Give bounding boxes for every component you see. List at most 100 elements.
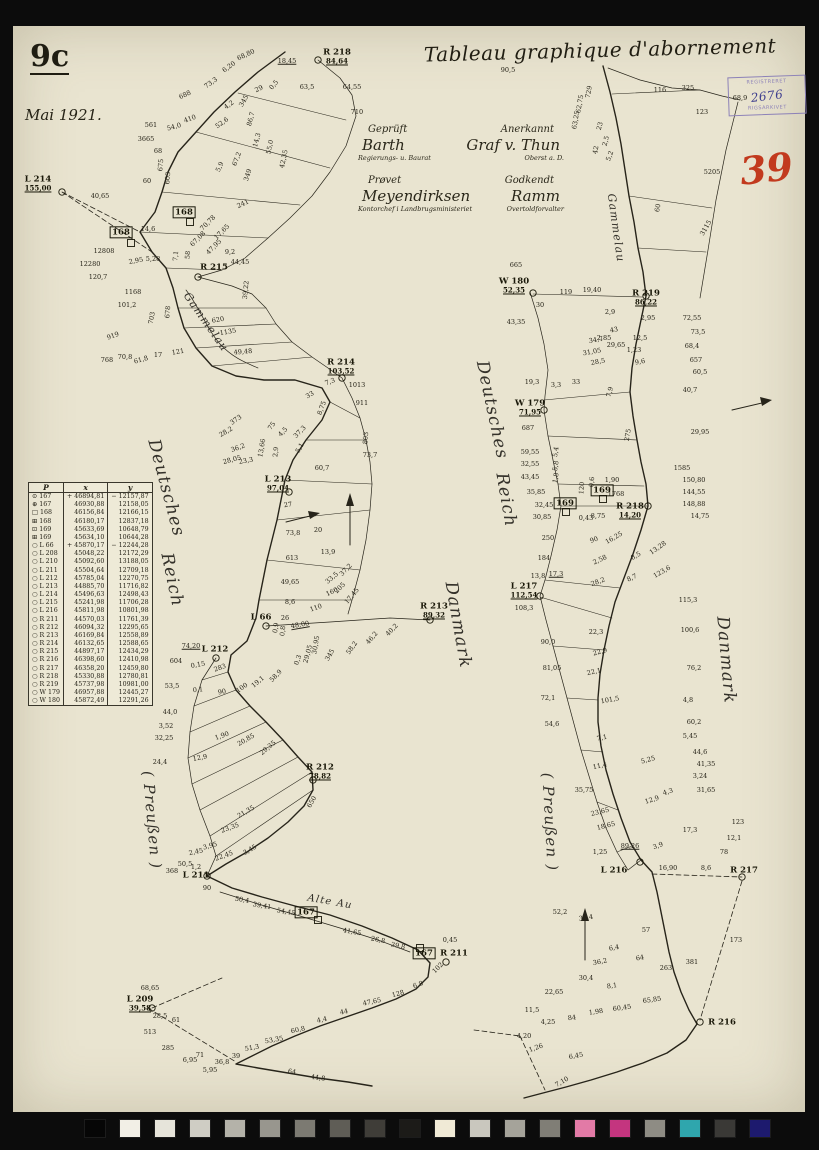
measurement-label: 2,9	[271, 446, 281, 458]
signature: Graf v. Thun	[466, 136, 560, 154]
measurement-label: 1768	[607, 489, 625, 498]
calibration-swatch	[224, 1119, 246, 1138]
measurement-label: 53,5	[164, 681, 180, 690]
calibration-swatch	[154, 1119, 176, 1138]
region-label: Reich	[156, 551, 188, 609]
calibration-swatch	[469, 1119, 491, 1138]
signer-role: Regierungs- u. Baurat	[358, 154, 431, 162]
measurement-label: 13,66	[256, 438, 268, 458]
measurement-label: 44,45	[230, 257, 250, 266]
calibration-swatch	[749, 1119, 771, 1138]
measurement-label: 32,55	[520, 459, 540, 468]
measurement-label: 373	[228, 412, 244, 427]
measurement-label: 47,95	[204, 237, 224, 257]
calibration-swatch	[84, 1119, 106, 1138]
region-label: ( Preußen )	[138, 769, 166, 871]
measurement-label: 650	[305, 794, 319, 810]
measurement-label: 5,95	[202, 1065, 218, 1074]
measurement-label: 17,65	[212, 222, 232, 242]
survey-point-label: 167	[412, 947, 436, 960]
measurement-label: 21,35	[235, 803, 256, 820]
measurement-label: 6,8	[411, 979, 425, 991]
measurement-label: 128	[390, 988, 405, 1000]
measurement-label: 29	[253, 83, 265, 95]
measurement-label: 64	[635, 953, 645, 963]
measurement-label: 108,3	[514, 603, 534, 612]
measurement-label: 23	[594, 120, 605, 131]
measurement-label: 70,8	[117, 352, 133, 361]
measurement-label: 44,0	[162, 707, 178, 716]
measurement-label: 123	[695, 107, 709, 116]
measurement-label: 5,9	[213, 160, 226, 174]
survey-point-label: L 211	[182, 870, 210, 881]
measurement-label: 8,7	[625, 571, 639, 584]
measurement-label: 90	[588, 534, 600, 545]
distance-value: 97,04	[267, 483, 289, 493]
measurement-label: 51,3	[244, 1042, 260, 1053]
measurement-label: 44	[339, 1006, 349, 1017]
measurement-label: 6,4	[608, 942, 620, 953]
measurement-label: 22,1	[586, 666, 602, 678]
measurement-label: 46,2	[364, 629, 380, 646]
measurement-label: 9,2	[224, 247, 236, 256]
measurement-label: 33	[304, 389, 316, 401]
attestation-heading: Prøvet	[368, 175, 402, 186]
distance-value: 89,32	[423, 610, 445, 620]
measurement-label: 16,90	[658, 863, 678, 872]
measurement-label: 3115	[698, 218, 714, 238]
measurement-label: 42,35	[277, 149, 290, 169]
measurement-label: 1,2	[190, 862, 202, 871]
measurement-label: 285	[161, 1043, 175, 1052]
measurement-label: 29,35	[258, 738, 278, 757]
measurement-label: 368	[165, 866, 179, 875]
distance-value: 103,52	[327, 366, 355, 376]
measurement-label: 1,8	[550, 472, 561, 484]
measurement-label: 144,55	[682, 487, 706, 496]
measurement-label: 81,05	[542, 663, 562, 672]
measurement-label: 37,2	[337, 561, 354, 578]
attestation-heading: Anerkannt	[500, 124, 554, 135]
measurement-label: 47,65	[362, 995, 382, 1008]
measurement-label: 35,75	[574, 785, 594, 794]
measurement-label: 39,41	[252, 900, 272, 912]
measurement-label: 30,85	[532, 512, 552, 521]
measurement-label: 2,95	[128, 255, 144, 266]
measurement-label: 71	[195, 1050, 205, 1059]
measurement-label: 8,1	[606, 981, 618, 991]
distance-value: 155,00	[24, 183, 52, 193]
measurement-label: 24,4	[152, 757, 168, 766]
calibration-swatch	[714, 1119, 736, 1138]
measurement-label: 11,5	[524, 1005, 540, 1014]
measurement-label: 64,55	[342, 82, 362, 91]
measurement-label: 5,4	[550, 446, 561, 458]
attestation-block: Geprüft Anerkannt Barth Graf v. Thun Reg…	[358, 124, 564, 213]
measurement-label: 2,95	[640, 313, 656, 322]
measurement-label: 90,5	[500, 65, 516, 74]
measurement-label: 50,4	[234, 894, 250, 905]
measurement-label: 1,90	[604, 475, 620, 484]
measurement-label: 12,5	[632, 333, 648, 342]
measurement-label: 603	[163, 171, 173, 185]
measurement-label: 1,98	[588, 1006, 604, 1017]
coordinate-table-header: y	[107, 482, 153, 493]
signature: Ramm	[510, 187, 560, 205]
measurement-label: 1013	[348, 380, 366, 389]
distance-value: 52,35	[503, 285, 525, 295]
measurement-label: 28,2	[217, 424, 235, 439]
measurement-label: 16,25	[603, 529, 624, 546]
measurement-label: 263	[659, 963, 673, 972]
measurement-label: 40,65	[90, 191, 110, 200]
measurement-label: 665	[509, 260, 523, 269]
measurement-label: 110	[308, 601, 324, 614]
measurement-label: 1168	[124, 287, 142, 296]
measurement-label: 58,2	[344, 639, 360, 657]
measurement-label: 8,6	[284, 597, 296, 606]
measurement-label: 22,9	[591, 646, 608, 658]
